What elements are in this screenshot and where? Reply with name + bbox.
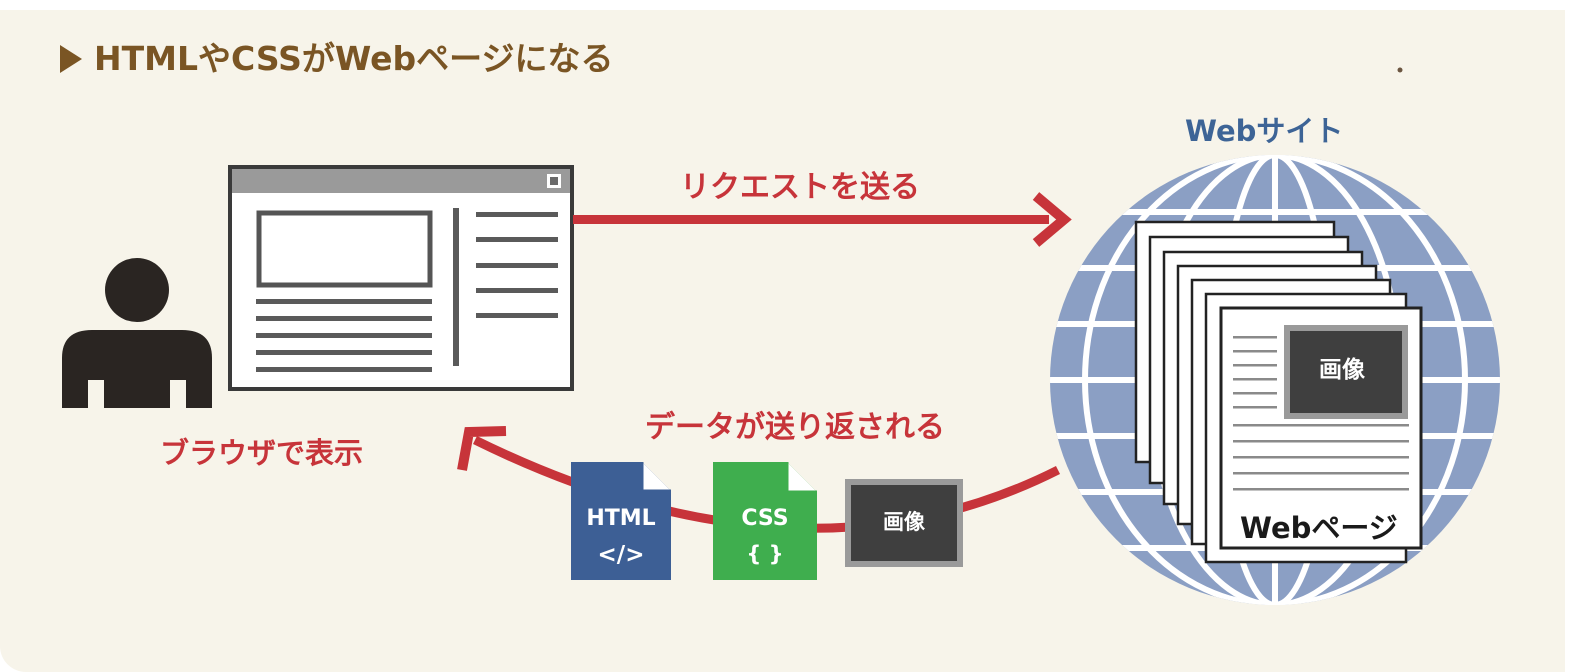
css-brace-glyph: { } — [746, 542, 784, 566]
html-tag-glyph: </> — [597, 542, 645, 568]
image-file-label: 画像 — [883, 510, 925, 534]
webpage — [1219, 306, 1423, 550]
image-file-icon — [845, 479, 963, 567]
diagram-title: HTMLやCSSがWebページになる — [60, 34, 613, 84]
css-file-label: CSS — [741, 506, 789, 531]
website-label: Webサイト — [1185, 114, 1344, 148]
html-file-icon — [571, 462, 671, 580]
webpage-label: Webページ — [1240, 511, 1398, 545]
css-file-icon — [713, 462, 817, 580]
window-close-icon — [547, 174, 561, 188]
response-label: データが送り返される — [645, 410, 945, 445]
triangle-bullet-icon — [60, 45, 82, 73]
person-icon — [62, 258, 212, 408]
webpage-image-label: 画像 — [1319, 357, 1365, 383]
browser-label: ブラウザで表示 — [160, 436, 364, 470]
title-text: HTMLやCSSがWebページになる — [94, 39, 614, 78]
html-file-label: HTML — [586, 506, 656, 531]
dot-mark — [1397, 67, 1403, 73]
request-arrow — [573, 192, 1072, 247]
request-label: リクエストを送る — [680, 170, 920, 205]
browser-window — [228, 165, 574, 391]
